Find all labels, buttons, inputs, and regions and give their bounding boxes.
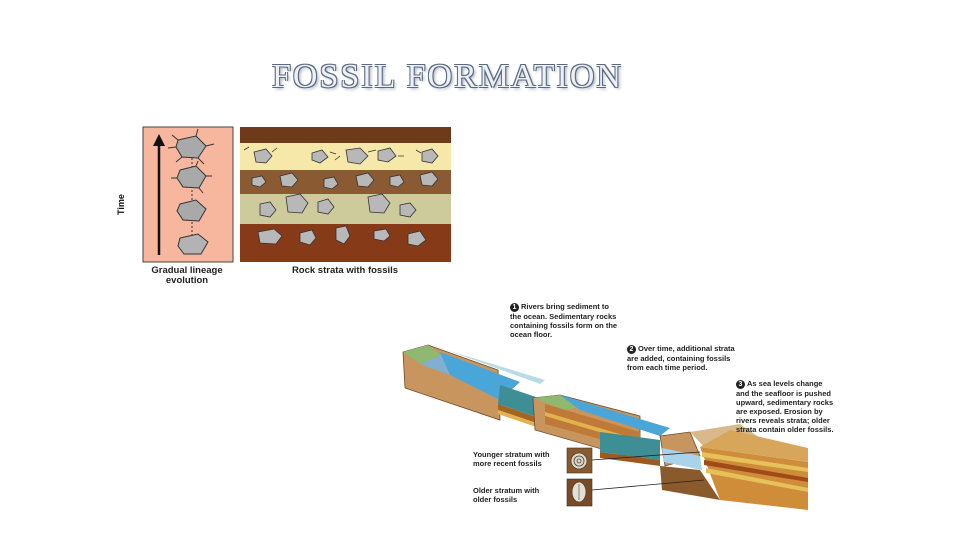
fossil-stage-1 [177, 233, 209, 255]
step-3-line-5: rivers reveals strata; older [736, 416, 830, 425]
lineage-caption-line-2: evolution [165, 275, 209, 286]
step-2-line-2: are added, containing fossils [627, 354, 731, 363]
step-3-number: 3 [736, 380, 745, 389]
younger-fossil-swatch [566, 447, 593, 474]
fossil-stage-4 [167, 128, 215, 165]
step-3-line-3: upward, sedimentary rocks [736, 398, 834, 407]
older-stratum-line-1: Older stratum with [473, 486, 540, 495]
step-1-number: 1 [510, 303, 519, 312]
older-stratum-label: Older stratum with older fossils [473, 486, 568, 504]
step-1-line-1: Rivers bring sediment to [521, 302, 609, 311]
fossil-stage-2 [176, 199, 207, 222]
step-1-line-2: the ocean. Sedimentary rocks [510, 312, 617, 321]
fossil-stage-3 [171, 160, 212, 194]
step-2-line-1: Over time, additional strata [638, 344, 735, 353]
younger-stratum-line-2: more recent fossils [473, 459, 542, 468]
step-2-number: 2 [627, 345, 636, 354]
lineage-caption-line-1: Gradual lineage [151, 265, 223, 276]
page-title: FOSSIL FORMATION [272, 58, 623, 95]
older-fossil-swatch [566, 478, 593, 507]
lineage-caption: Gradual lineage evolution [145, 266, 229, 286]
step-3-line-4: are exposed. Erosion by [736, 407, 823, 416]
strata-panel [240, 127, 451, 262]
younger-stratum-label: Younger stratum with more recent fossils [473, 450, 568, 468]
step-1-line-3: containing fossils form on the [510, 321, 618, 330]
step-1-line-4: ocean floor. [510, 330, 553, 339]
step-2-line-3: from each time period. [627, 363, 708, 372]
time-axis-label: Time [116, 194, 126, 215]
older-stratum-line-2: older fossils [473, 495, 518, 504]
step-3-line-1: As sea levels change [747, 379, 823, 388]
strata-caption: Rock strata with fossils [291, 265, 399, 276]
younger-stratum-line-1: Younger stratum with [473, 450, 550, 459]
step-3-line-6: strata contain older fossils. [736, 425, 834, 434]
step-3-line-2: and the seafloor is pushed [736, 389, 832, 398]
geologic-block-diagram [402, 344, 808, 510]
lineage-panel [142, 126, 234, 263]
